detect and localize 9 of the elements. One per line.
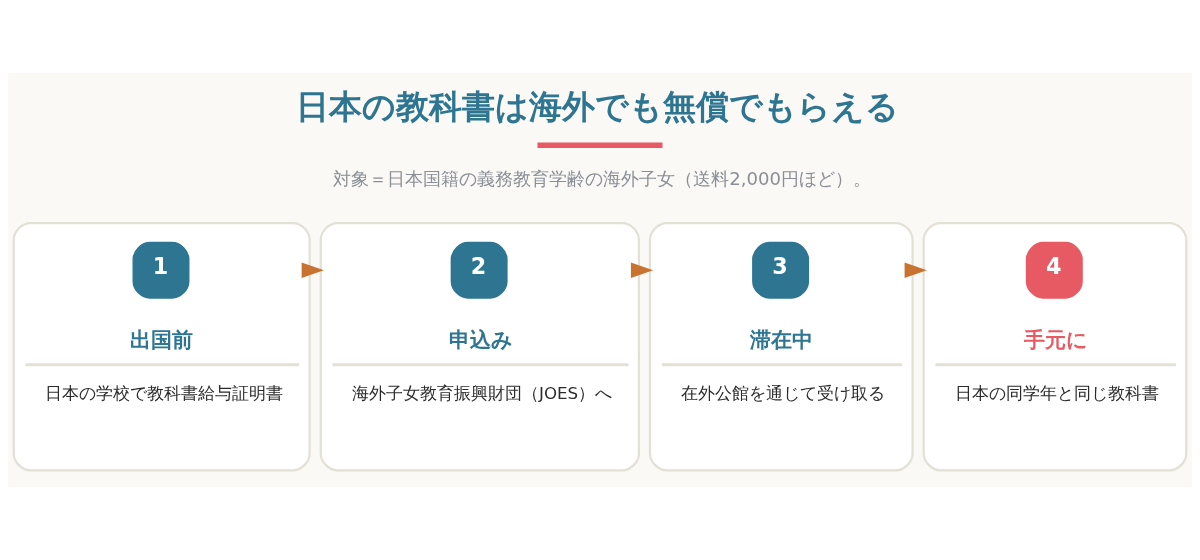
- diagram-title: 日本の教科書は海外でも無償でもらえる: [295, 86, 899, 126]
- node-box: 2: [450, 241, 508, 299]
- caption: 対象＝日本国籍の義務教育学齢の海外子女（送料2,000円ほど）。: [333, 167, 871, 189]
- arrow: [904, 262, 927, 279]
- node-box: 1: [132, 241, 190, 299]
- node-box: 3: [752, 241, 810, 299]
- arrow: [301, 262, 324, 279]
- arrow: [630, 262, 654, 279]
- node-box: 4: [1025, 241, 1083, 299]
